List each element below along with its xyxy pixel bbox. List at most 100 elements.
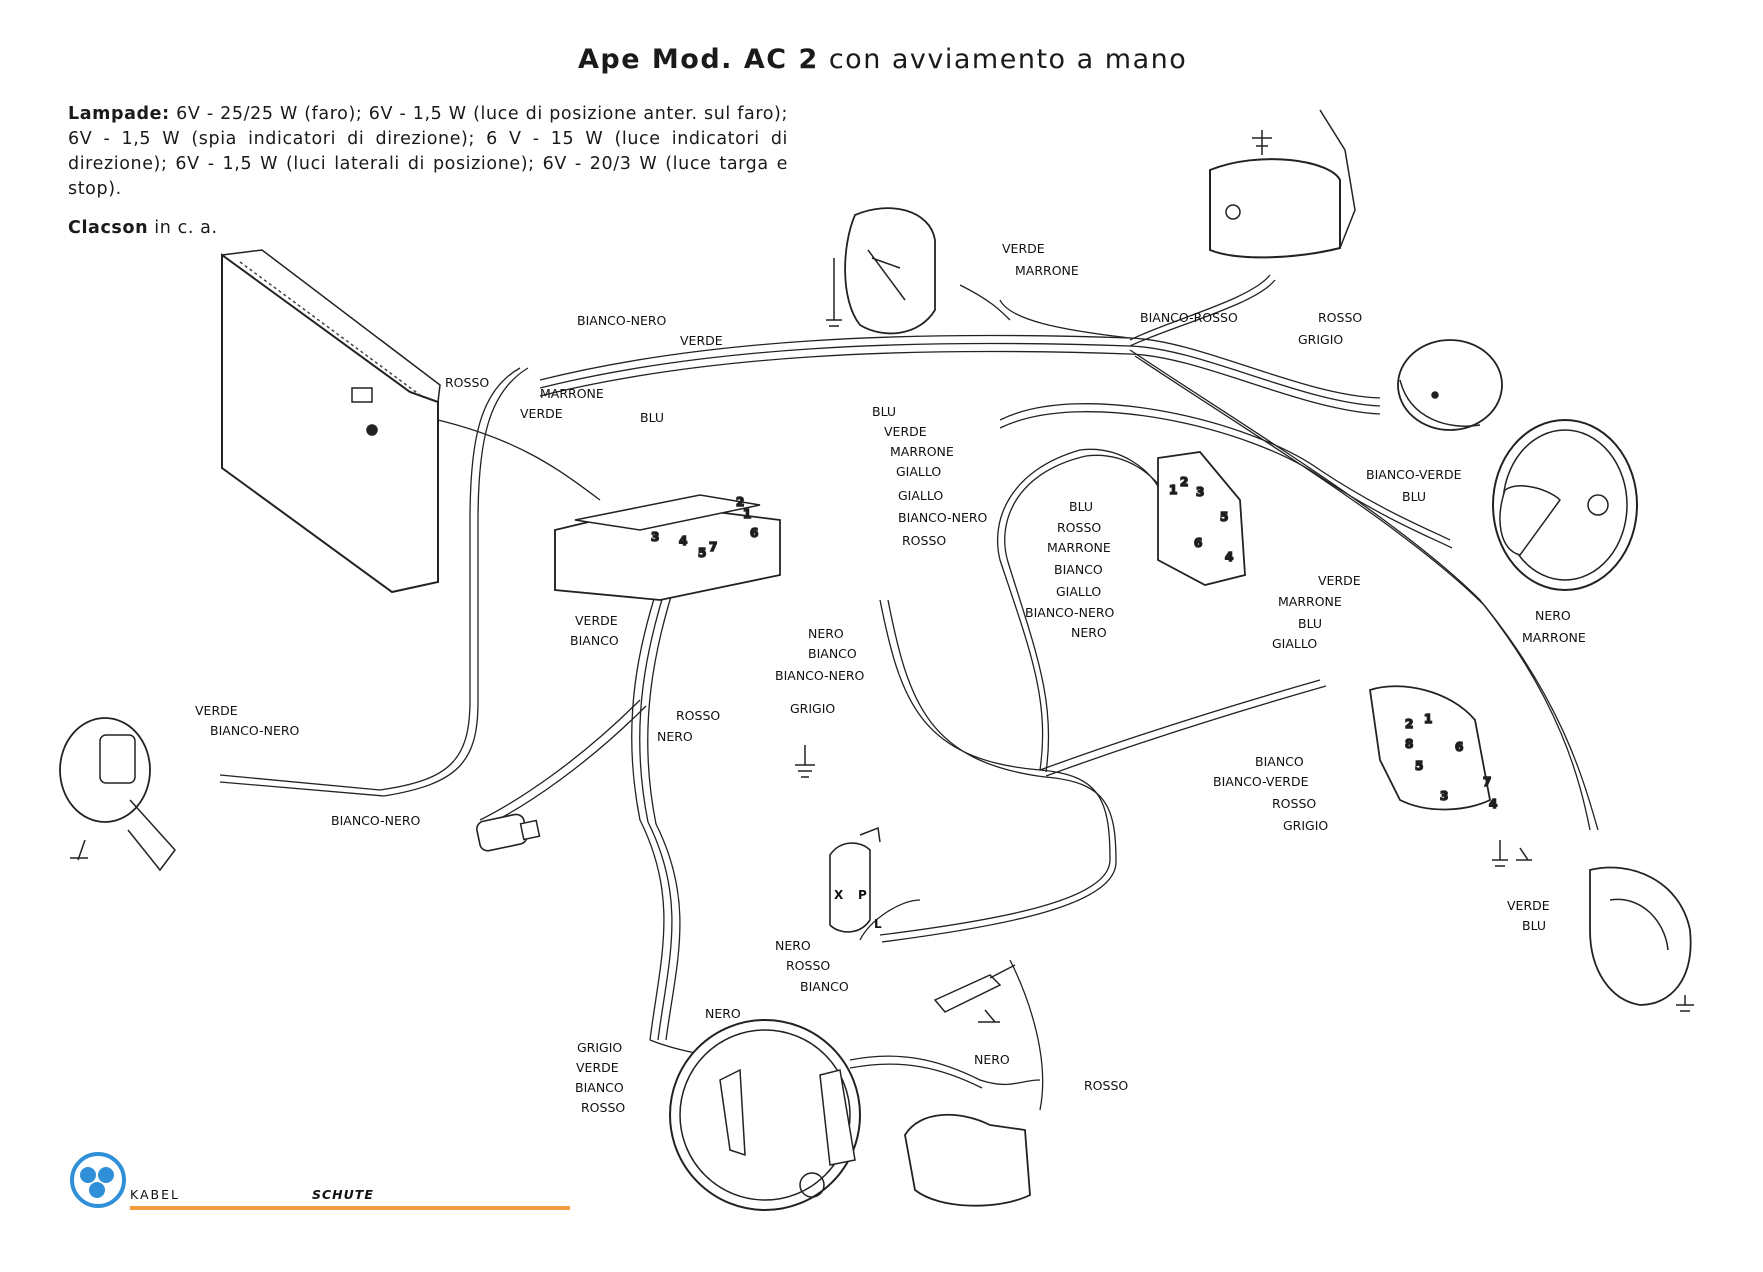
label-sw-bianco: BIANCO bbox=[1054, 562, 1103, 577]
label-rear-rosso: ROSSO bbox=[1318, 310, 1362, 325]
label-tail-blu: BLU bbox=[1522, 918, 1546, 933]
label-coil-x: X bbox=[834, 888, 844, 902]
ignition-terminal-1: 1 bbox=[1424, 712, 1432, 726]
label-left-blu: BLU bbox=[640, 410, 664, 425]
label-bundle-marrone: MARRONE bbox=[890, 444, 954, 459]
label-coil-l: L bbox=[874, 917, 882, 931]
label-reg-bianco-2: BIANCO bbox=[808, 646, 857, 661]
regulator-terminal-1: 1 bbox=[743, 507, 751, 521]
regulator-terminal-4: 4 bbox=[679, 534, 687, 548]
label-mag-grigio: GRIGIO bbox=[577, 1040, 622, 1055]
label-ign-bianco: BIANCO bbox=[1255, 754, 1304, 769]
label-left-verde: VERDE bbox=[520, 406, 563, 421]
lampade-label: Lampade: bbox=[68, 104, 170, 124]
label-mag-bianco: BIANCO bbox=[575, 1080, 624, 1095]
label-coil-nero: NERO bbox=[775, 938, 811, 953]
label-reg-nero-2: NERO bbox=[657, 729, 693, 744]
lampade-text: 6V - 25/25 W (faro); 6V - 1,5 W (luce di… bbox=[68, 104, 788, 199]
switch-terminal-1: 1 bbox=[1169, 483, 1177, 497]
label-top-verde: VERDE bbox=[680, 333, 723, 348]
label-reg-bianco-nero: BIANCO-NERO bbox=[775, 668, 865, 683]
label-bundle-rosso: ROSSO bbox=[902, 533, 946, 548]
switch-terminal-2: 2 bbox=[1180, 475, 1188, 489]
label-coil-p: P bbox=[858, 888, 867, 902]
title-subtitle: con avviamento a mano bbox=[828, 44, 1188, 75]
ht-coil bbox=[904, 1113, 1031, 1207]
label-top-bianco-nero: BIANCO-NERO bbox=[577, 313, 667, 328]
label-head-bianco-verde: BIANCO-VERDE bbox=[1366, 467, 1462, 482]
kabelschute-logo: KABEL SCHUTE bbox=[70, 1152, 570, 1210]
label-neutral-bianco-nero: BIANCO-NERO bbox=[331, 813, 421, 828]
label-ign-blu: BLU bbox=[1298, 616, 1322, 631]
ignition-terminal-6: 6 bbox=[1455, 740, 1463, 754]
title-model: Ape Mod. AC 2 bbox=[578, 44, 819, 75]
label-sw-giallo: GIALLO bbox=[1056, 584, 1101, 599]
label-coil-bianco: BIANCO bbox=[800, 979, 849, 994]
ignition-terminal-8: 8 bbox=[1405, 737, 1413, 751]
label-bundle-blu: BLU bbox=[872, 404, 896, 419]
ignition-terminal-7: 7 bbox=[1483, 775, 1491, 789]
label-plug-nero: NERO bbox=[974, 1052, 1010, 1067]
label-ign-verde: VERDE bbox=[1318, 573, 1361, 588]
label-bundle-verde: VERDE bbox=[884, 424, 927, 439]
headlamp bbox=[1492, 419, 1638, 591]
label-ign-grigio: GRIGIO bbox=[1283, 818, 1328, 833]
label-stop-verde: VERDE bbox=[1002, 241, 1045, 256]
stop-switch bbox=[826, 207, 936, 335]
label-sw-bianco-nero: BIANCO-NERO bbox=[1025, 605, 1115, 620]
clacson-note: Clacson in c. a. bbox=[68, 218, 218, 238]
label-ign-bianco-verde: BIANCO-VERDE bbox=[1213, 774, 1309, 789]
logo-text-schute: SCHUTE bbox=[312, 1187, 374, 1202]
regulator-terminal-2: 2 bbox=[736, 495, 744, 509]
label-bundle-bianco-nero: BIANCO-NERO bbox=[898, 510, 988, 525]
page-title: Ape Mod. AC 2 con avviamento a mano bbox=[578, 44, 1187, 75]
label-bundle-giallo-1: GIALLO bbox=[896, 464, 941, 479]
label-reg-verde: VERDE bbox=[575, 613, 618, 628]
ignition-terminal-5: 5 bbox=[1415, 759, 1423, 773]
regulator-terminal-3: 3 bbox=[651, 530, 659, 544]
label-reg-rosso: ROSSO bbox=[676, 708, 720, 723]
label-tail-verde: VERDE bbox=[1507, 898, 1550, 913]
label-reg-nero: NERO bbox=[808, 626, 844, 641]
regulator-terminal-6: 6 bbox=[750, 526, 758, 540]
ignition-terminal-2: 2 bbox=[1405, 717, 1413, 731]
switch-terminal-3: 3 bbox=[1196, 485, 1204, 499]
label-left-marrone: MARRONE bbox=[540, 386, 604, 401]
regulator-terminal-7: 7 bbox=[709, 540, 717, 554]
battery bbox=[221, 249, 441, 594]
switch-terminal-6: 6 bbox=[1194, 536, 1202, 550]
label-stop-marrone: MARRONE bbox=[1015, 263, 1079, 278]
label-sw-nero: NERO bbox=[1071, 625, 1107, 640]
label-reg-bianco: BIANCO bbox=[570, 633, 619, 648]
tail-lamp bbox=[1589, 866, 1694, 1012]
switch-terminal-5: 5 bbox=[1220, 510, 1228, 524]
ground-symbols bbox=[795, 745, 1532, 861]
ignition-terminal-3: 3 bbox=[1440, 789, 1448, 803]
label-rear-grigio: GRIGIO bbox=[1298, 332, 1343, 347]
label-mag-verde: VERDE bbox=[576, 1060, 619, 1075]
label-mag-nero: NERO bbox=[705, 1006, 741, 1021]
label-head-nero: NERO bbox=[1535, 608, 1571, 623]
label-ign-marrone: MARRONE bbox=[1278, 594, 1342, 609]
wire-labels: ROSSO BIANCO-NERO VERDE MARRONE VERDE BL… bbox=[195, 241, 1586, 1115]
label-battery-rosso: ROSSO bbox=[445, 375, 489, 390]
label-head-blu: BLU bbox=[1402, 489, 1426, 504]
label-ign-rosso: ROSSO bbox=[1272, 796, 1316, 811]
label-plug-rosso: ROSSO bbox=[1084, 1078, 1128, 1093]
ignition-coil bbox=[829, 826, 881, 933]
neutral-switch bbox=[476, 813, 541, 852]
magneto-flywheel bbox=[669, 1019, 861, 1211]
clacson-text: in c. a. bbox=[154, 218, 218, 238]
clacson-label: Clacson bbox=[68, 218, 149, 238]
wiring-harness bbox=[219, 274, 1599, 1111]
label-sw-blu: BLU bbox=[1069, 499, 1093, 514]
label-ls-verde: VERDE bbox=[195, 703, 238, 718]
label-coil-rosso: ROSSO bbox=[786, 958, 830, 973]
label-sw-rosso: ROSSO bbox=[1057, 520, 1101, 535]
logo-text-kabel: KABEL bbox=[130, 1187, 180, 1202]
